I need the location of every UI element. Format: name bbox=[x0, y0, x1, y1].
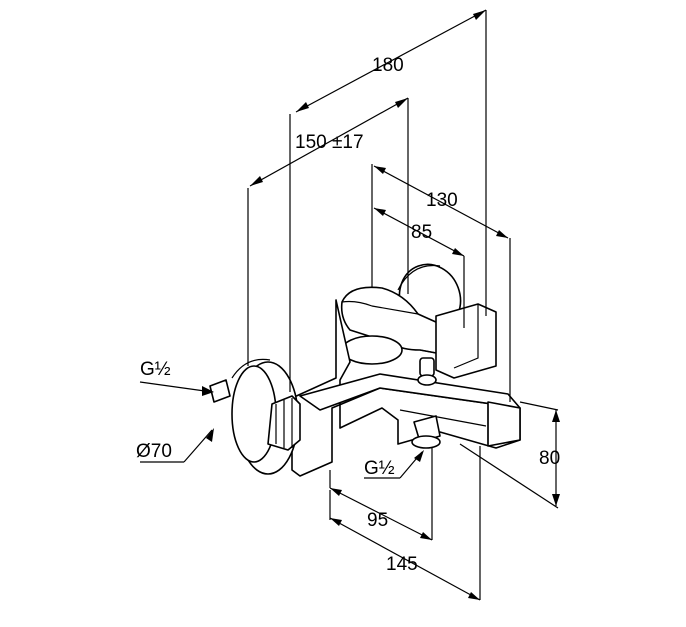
left-connector-nut bbox=[267, 395, 301, 451]
mixer-body bbox=[291, 299, 521, 477]
diverter-block bbox=[435, 303, 497, 379]
dimension-label-145: 145 bbox=[386, 554, 418, 575]
dimension-height: 80 bbox=[459, 401, 560, 509]
diverter-knob bbox=[417, 357, 437, 386]
dimension-label-80: 80 bbox=[539, 448, 560, 469]
dimension-spout-reach: 130 bbox=[371, 164, 511, 402]
dimension-label-130: 130 bbox=[426, 190, 458, 211]
outlet-connector bbox=[411, 415, 441, 449]
callout-outlet-thread: G½ bbox=[364, 450, 424, 479]
callout-rosette-diameter: Ø70 bbox=[136, 428, 214, 463]
dimension-overall-depth: 180 bbox=[289, 9, 487, 392]
dimension-label-150: 150 ±17 bbox=[295, 132, 364, 153]
faucet-drawing bbox=[209, 263, 521, 477]
inlet-stub bbox=[209, 379, 231, 403]
callout-inlet-thread: G½ bbox=[139, 359, 214, 396]
dimension-adjustable-depth: 150 ±17 bbox=[247, 97, 409, 366]
dimension-label-95: 95 bbox=[367, 510, 388, 531]
dimension-spout-offset: 95 bbox=[329, 448, 433, 541]
callout-label-inlet: G½ bbox=[140, 359, 171, 380]
dimension-lever-depth: 85 bbox=[373, 207, 465, 328]
dimension-width: 145 bbox=[329, 446, 481, 601]
dimension-label-180: 180 bbox=[372, 55, 404, 76]
callout-label-outlet: G½ bbox=[364, 458, 395, 479]
dimension-label-85: 85 bbox=[411, 222, 432, 243]
callout-label-diameter: Ø70 bbox=[136, 441, 172, 462]
